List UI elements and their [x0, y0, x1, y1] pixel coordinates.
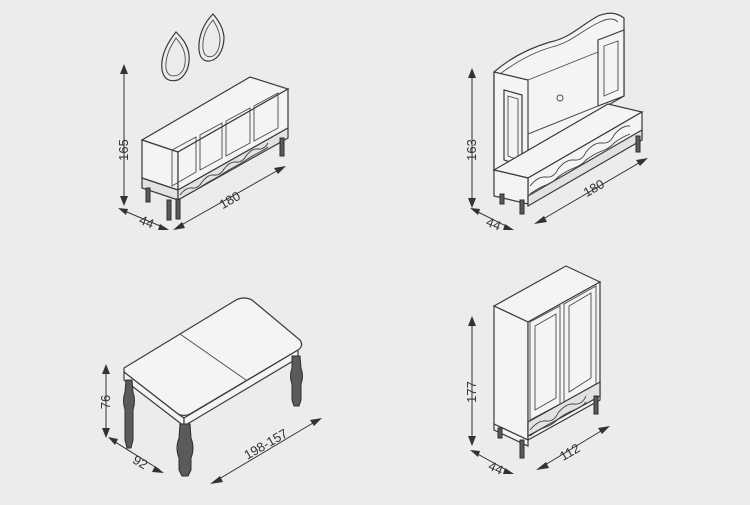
cabinet-depth-label: 44	[486, 458, 505, 478]
cabinet-height-label: 177	[464, 381, 479, 403]
sideboard-width-label: 180	[217, 188, 243, 212]
tv-unit-depth-label: 44	[484, 214, 503, 233]
mirror-left-inner	[165, 37, 186, 77]
mirror-left	[161, 31, 190, 82]
dining-table-drawing: 76 198-157 92	[98, 297, 322, 484]
sideboard-depth-label: 44	[137, 212, 156, 231]
tv-unit-width-label: 180	[581, 176, 607, 200]
table-height-label: 76	[98, 395, 113, 409]
display-cabinet-drawing: 177 112 44	[464, 265, 610, 478]
table-depth-label: 92	[130, 452, 150, 472]
cabinet-width-label: 112	[557, 440, 582, 463]
tv-unit-height-label: 163	[464, 139, 479, 161]
mirror-right	[198, 13, 225, 62]
table-width-label: 198-157	[241, 426, 290, 463]
sideboard-drawing: 165 180 44	[116, 13, 290, 231]
mirror-right-inner	[202, 19, 221, 58]
sideboard-height-label: 165	[116, 139, 131, 161]
tv-unit-drawing: 163 180 44	[464, 12, 648, 233]
